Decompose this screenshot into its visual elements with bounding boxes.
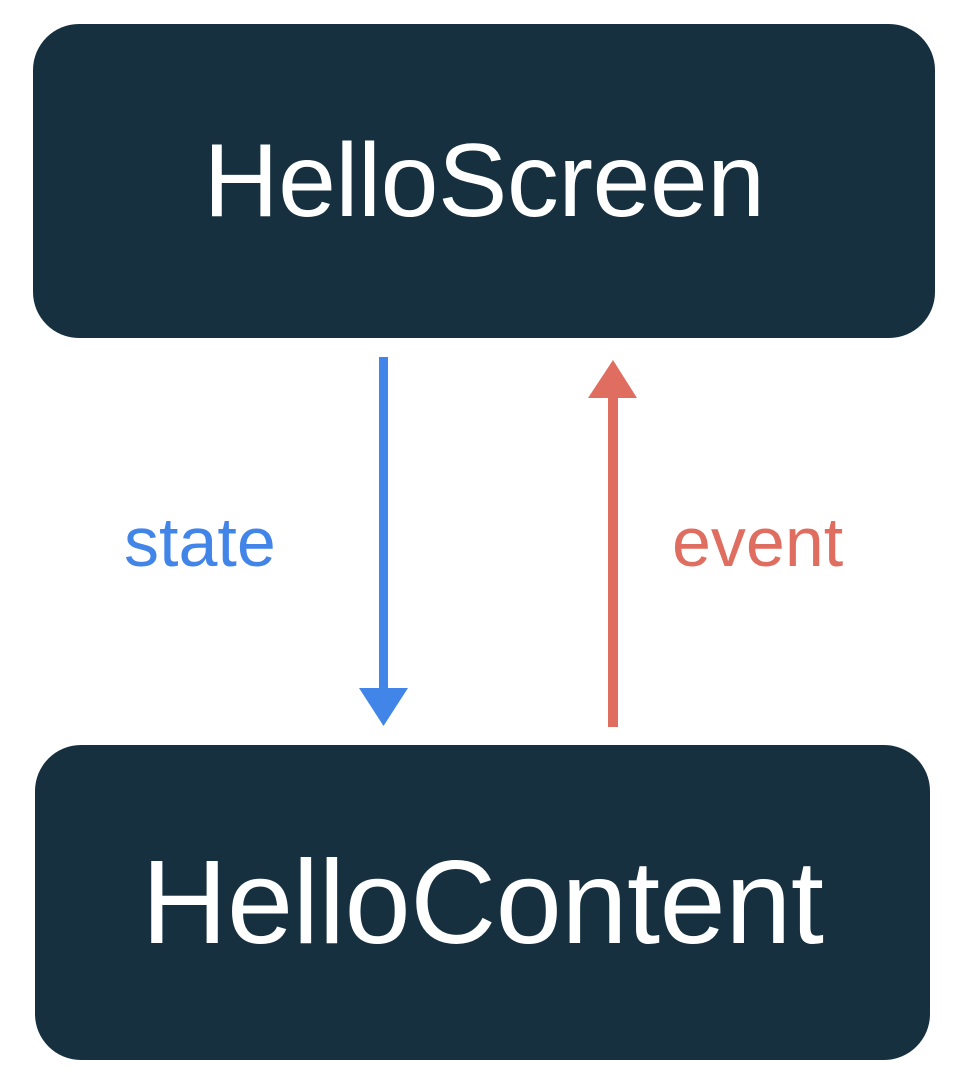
state-arrow-shaft (379, 357, 388, 689)
node-hello-screen[interactable]: HelloScreen (33, 24, 935, 338)
arrow-down-icon (359, 688, 408, 726)
edge-label-event: event (672, 503, 844, 581)
node-hello-content-label: HelloContent (141, 836, 824, 969)
event-arrow-shaft (608, 397, 618, 727)
event-arrow (588, 360, 637, 727)
arrow-up-icon (588, 360, 637, 398)
node-hello-screen-label: HelloScreen (203, 123, 765, 239)
state-arrow (359, 357, 408, 726)
node-hello-content[interactable]: HelloContent (35, 745, 930, 1060)
edge-label-state: state (124, 503, 276, 581)
